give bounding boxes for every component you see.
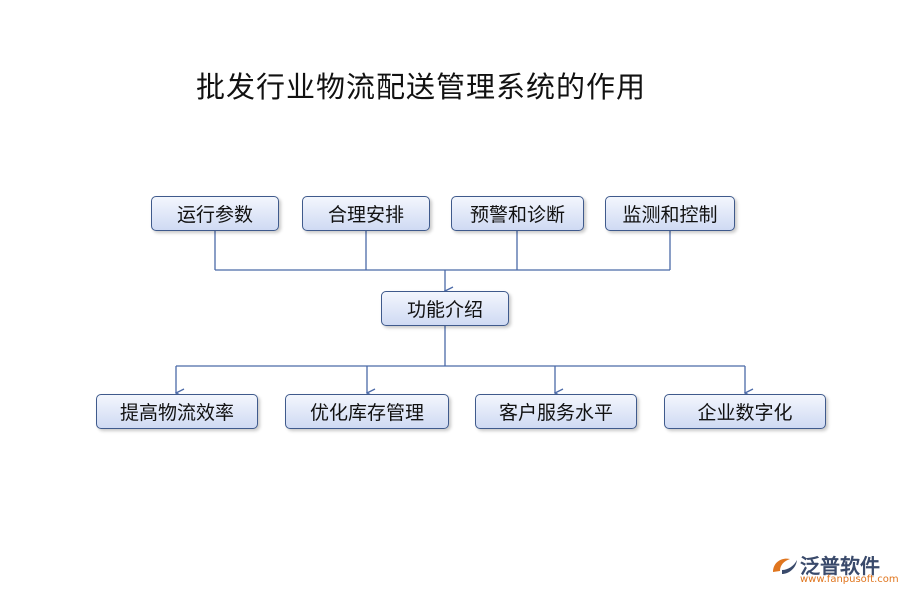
diagram-title: 批发行业物流配送管理系统的作用 <box>196 70 647 104</box>
output-node-2: 优化库存管理 <box>285 394 449 429</box>
output-node-label: 客户服务水平 <box>498 402 613 424</box>
output-node-label: 提高物流效率 <box>119 402 234 424</box>
logo-name: 泛普软件 <box>800 554 880 578</box>
center-node: 功能介绍 <box>381 291 509 326</box>
input-node-label: 合理安排 <box>327 204 404 226</box>
input-node-2: 合理安排 <box>302 196 430 231</box>
logo-mark-icon <box>773 558 797 574</box>
input-node-1: 运行参数 <box>151 196 279 231</box>
output-node-label: 企业数字化 <box>697 402 793 424</box>
input-node-4: 监测和控制 <box>605 196 735 231</box>
input-node-label: 预警和诊断 <box>469 204 565 226</box>
input-node-3: 预警和诊断 <box>451 196 584 231</box>
output-node-label: 优化库存管理 <box>309 402 424 424</box>
output-node-4: 企业数字化 <box>664 394 826 429</box>
input-node-label: 运行参数 <box>176 204 253 226</box>
brand-logo: 泛普软件 www.fanpusoft.com <box>764 548 899 592</box>
center-node-label: 功能介绍 <box>406 299 483 321</box>
logo-url: www.fanpusoft.com <box>800 574 899 585</box>
input-node-label: 监测和控制 <box>622 204 718 226</box>
output-node-3: 客户服务水平 <box>475 394 637 429</box>
output-node-1: 提高物流效率 <box>96 394 258 429</box>
